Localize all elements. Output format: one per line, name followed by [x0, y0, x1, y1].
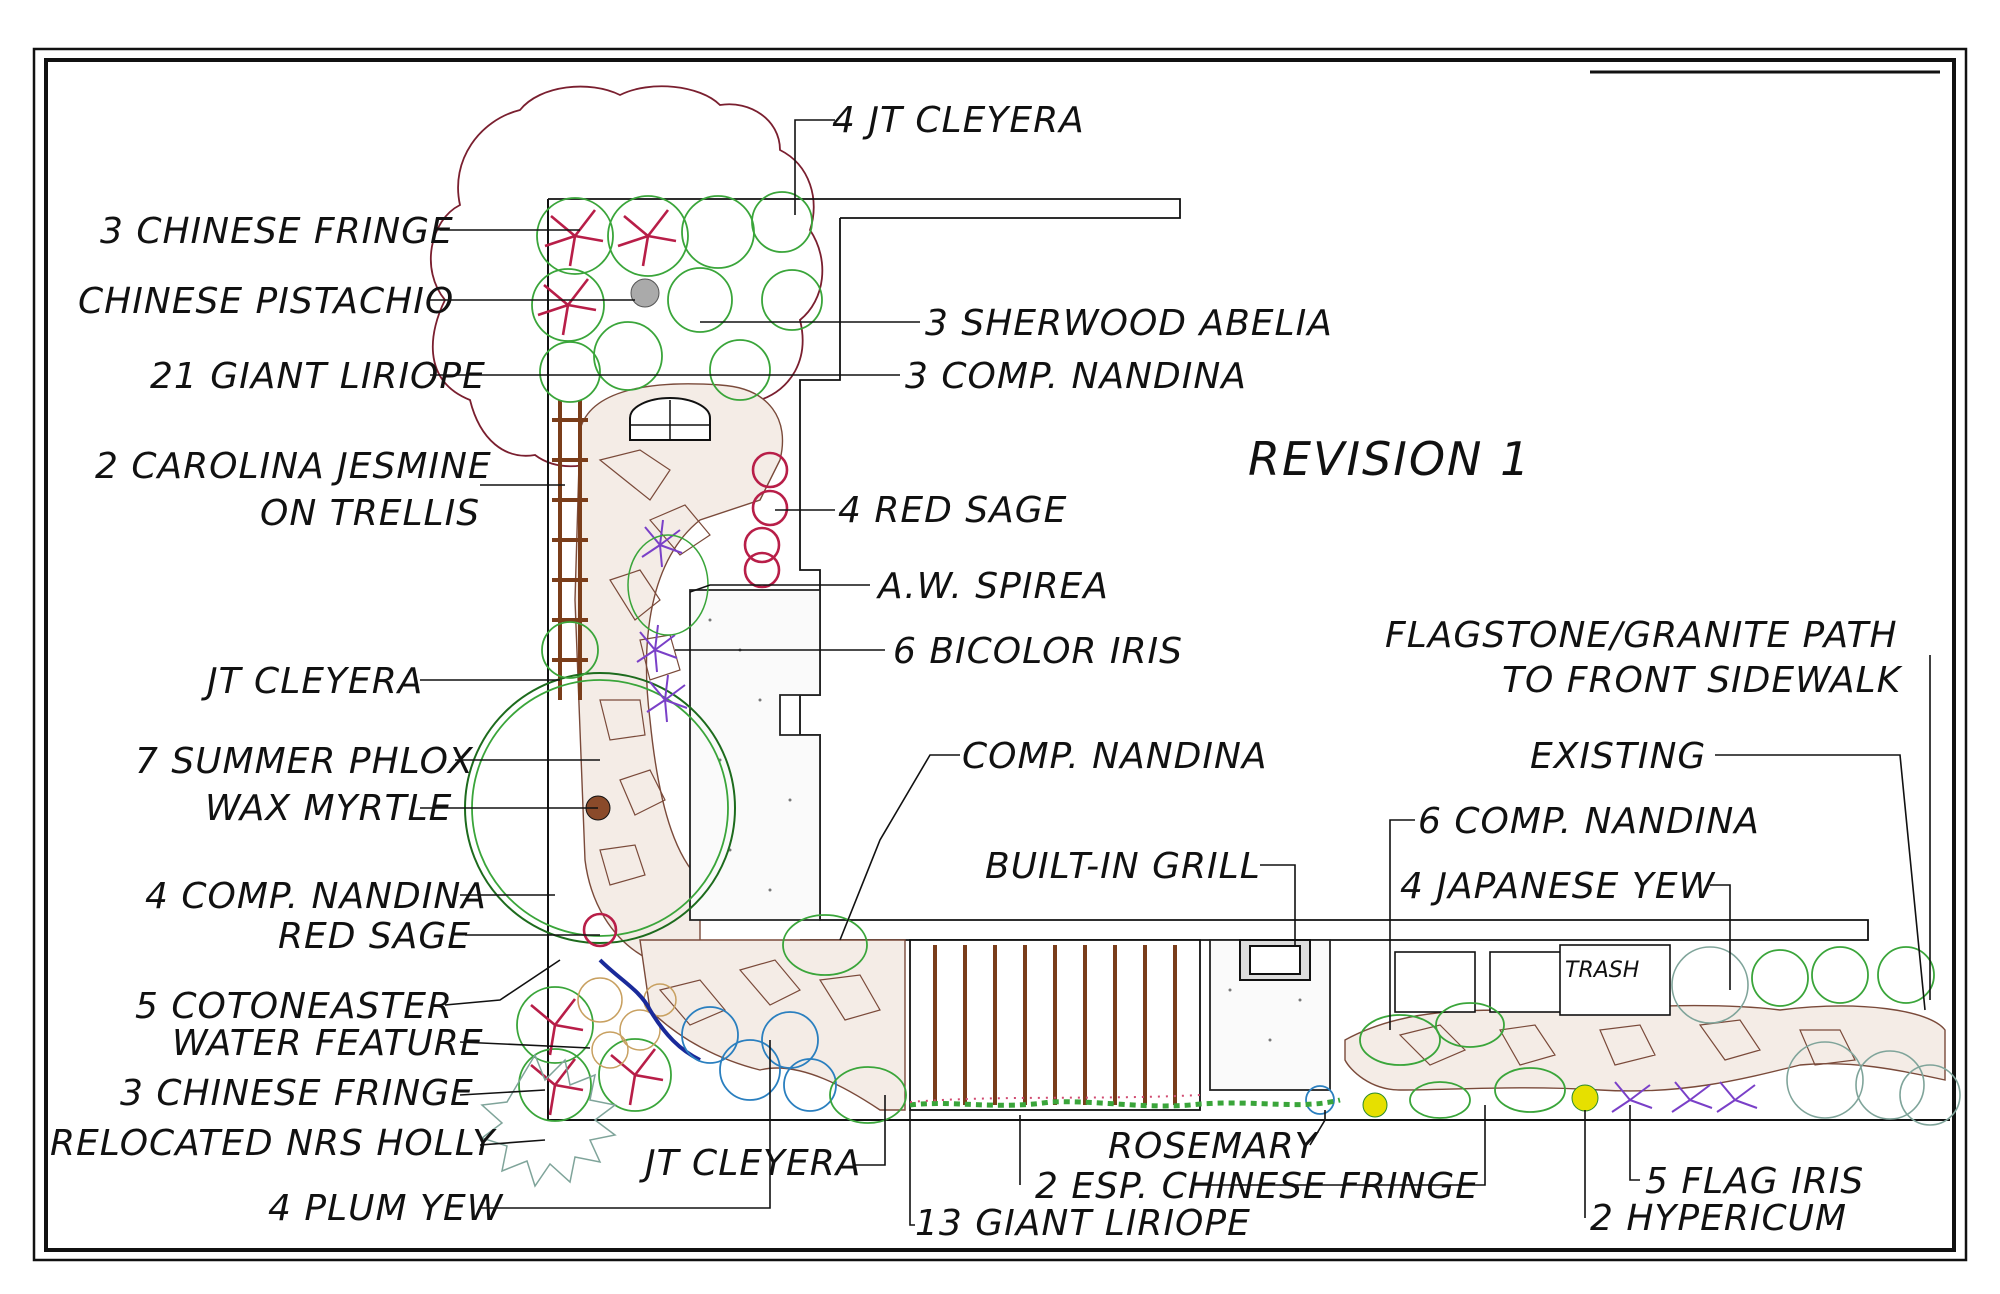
chinese-fringe-bottom: [516, 986, 672, 1122]
japanese-yew: [1671, 946, 1961, 1126]
shrubs-upper: [539, 191, 823, 679]
label-relocated-holly: RELOCATED NRS HOLLY: [50, 1123, 497, 1164]
label-chinese-fringe-bottom: 3 CHINESE FRINGE: [120, 1073, 474, 1114]
label-aw-spirea: A.W. SPIREA: [876, 566, 1109, 607]
stone-pattern: [598, 449, 1856, 1066]
pergola-slats: [933, 945, 1177, 1105]
label-esp-chinese-fringe: 2 ESP. CHINESE FRINGE: [1035, 1166, 1479, 1207]
plum-yew: [681, 1006, 1335, 1115]
house-wall-top: [548, 198, 1181, 219]
label-comp-nandina-6: 6 COMP. NANDINA: [1418, 801, 1760, 842]
label-built-in-grill: BUILT-IN GRILL: [985, 846, 1261, 887]
leader-lines: [420, 119, 1931, 1226]
label-water-feature: WATER FEATURE: [172, 1023, 484, 1064]
label-cotoneaster: 5 COTONEASTER: [135, 986, 453, 1027]
ac-unit-2: [1489, 951, 1571, 1013]
label-wax-myrtle: WAX MYRTLE: [205, 788, 452, 829]
label-red-sage-4: 4 RED SAGE: [838, 490, 1067, 531]
revision-title: REVISION 1: [1248, 432, 1531, 486]
chinese-fringe-top: [531, 195, 689, 342]
label-to-front-sidewalk: TO FRONT SIDEWALK: [1502, 660, 1903, 701]
stone-path-bend: [639, 939, 906, 1111]
label-flag-iris: 5 FLAG IRIS: [1645, 1161, 1864, 1202]
trash-enclosure: [1559, 944, 1671, 1016]
pistachio-trunk: [630, 278, 660, 308]
relocated-holly: [480, 1053, 617, 1188]
label-comp-nandina-single: COMP. NANDINA: [962, 736, 1268, 777]
label-rosemary: ROSEMARY: [1108, 1126, 1320, 1167]
comp-nandina-right: [1359, 1002, 1566, 1119]
label-comp-nandina-3: 3 COMP. NANDINA: [905, 356, 1247, 397]
label-existing: EXISTING: [1530, 736, 1706, 777]
label-plum-yew: 4 PLUM YEW: [268, 1188, 504, 1229]
outer-border: [32, 47, 1968, 1262]
concrete-patio: [689, 589, 821, 921]
trellis: [552, 400, 588, 700]
jt-cleyera-bottom: [829, 1066, 907, 1124]
comp-nandina-corner: [782, 914, 868, 976]
label-japanese-yew: 4 JAPANESE YEW: [1400, 866, 1716, 907]
label-summer-phlox: 7 SUMMER PHLOX: [135, 741, 474, 782]
water-feature-stones: [577, 977, 677, 1069]
ac-unit-1: [1394, 951, 1476, 1013]
iris-clusters: [636, 519, 1758, 1113]
label-chinese-pistachio: CHINESE PISTACHIO: [78, 281, 454, 322]
label-giant-liriope-13: 13 GIANT LIRIOPE: [915, 1203, 1251, 1244]
label-chinese-fringe-top: 3 CHINESE FRINGE: [100, 211, 454, 252]
inner-border: [44, 58, 1956, 1252]
trash-label: TRASH: [1565, 958, 1639, 983]
label-hypericum: 2 HYPERICUM: [1590, 1198, 1847, 1239]
red-sage-cluster: [582, 451, 789, 948]
label-red-sage: RED SAGE: [278, 916, 471, 957]
label-giant-liriope-21: 21 GIANT LIRIOPE: [150, 356, 486, 397]
label-jt-cleyera-mid: JT CLEYERA: [201, 661, 423, 702]
label-on-trellis: ON TRELLIS: [260, 493, 480, 534]
existing-shrubs: [1751, 946, 1935, 1007]
water-stream: [598, 958, 701, 1062]
label-bicolor-iris: 6 BICOLOR IRIS: [893, 631, 1183, 672]
stone-path-vertical: [574, 383, 784, 961]
label-jt-cleyera-top: 4 JT CLEYERA: [832, 100, 1085, 141]
label-comp-nandina-4: 4 COMP. NANDINA: [145, 876, 487, 917]
label-carolina-jesmine: 2 CAROLINA JESMINE: [95, 446, 492, 487]
liriope-border: [909, 1097, 1341, 1109]
label-flagstone-path: FLAGSTONE/GRANITE PATH: [1385, 615, 1898, 656]
stone-path-front: [1344, 1004, 1946, 1092]
label-sherwood-abelia: 3 SHERWOOD ABELIA: [925, 303, 1333, 344]
label-jt-cleyera-bottom: JT CLEYERA: [639, 1143, 861, 1184]
